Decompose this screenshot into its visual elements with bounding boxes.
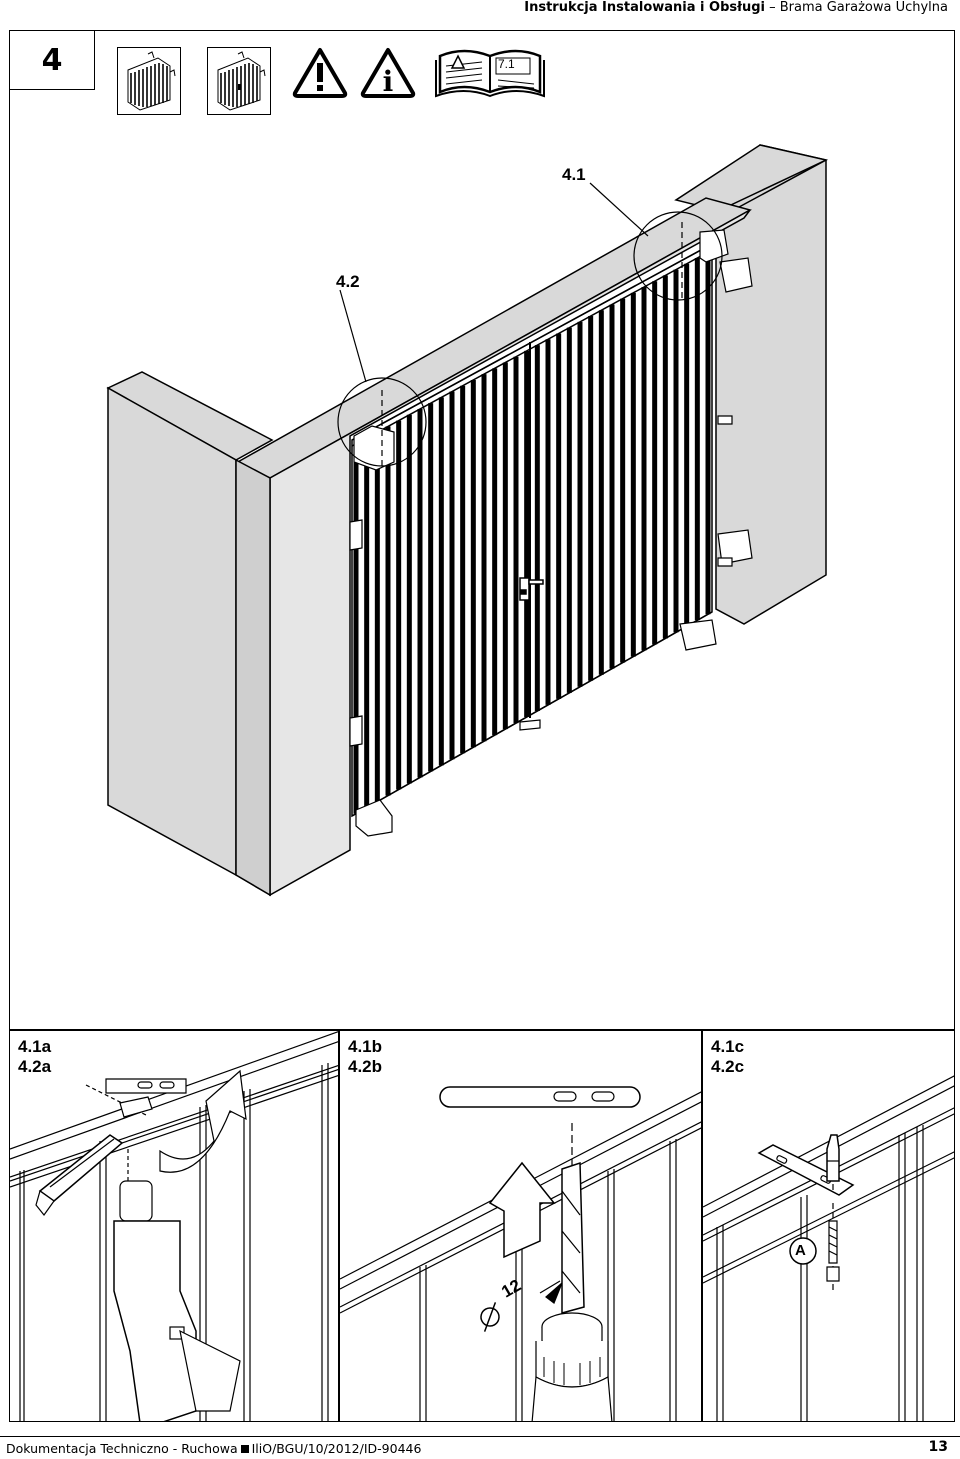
panel-c-line2: 4.2c	[711, 1057, 745, 1076]
page-header: Instrukcja Instalowania i Obsługi – Bram…	[0, 0, 948, 16]
header-subtitle: Brama Garażowa Uchylna	[779, 0, 948, 15]
footer-doc-id: IliO/BGU/10/2012/ID-90446	[251, 1441, 422, 1456]
panel-b-label: 4.1b 4.2b	[348, 1037, 383, 1077]
part-label-a: A	[795, 1242, 806, 1259]
gate-single-icon	[117, 47, 181, 115]
step-number: 4	[9, 30, 95, 90]
detail-panel-c: 4.1c 4.2c A	[702, 1030, 955, 1422]
info-icon: i	[360, 46, 416, 98]
gate-double-icon	[207, 47, 271, 115]
footer-doc: Dokumentacja Techniczno - Ruchowa IliO/BG…	[6, 1441, 421, 1456]
header-separator: –	[764, 0, 780, 15]
panel-b-line1: 4.1b	[348, 1037, 383, 1056]
panel-a-line2: 4.2a	[18, 1057, 52, 1076]
panel-c-line1: 4.1c	[711, 1037, 745, 1056]
detail-panel-b: 4.1b 4.2b	[339, 1030, 702, 1422]
panel-a-line1: 4.1a	[18, 1037, 52, 1056]
panel-a-label: 4.1a 4.2a	[18, 1037, 52, 1077]
main-illustration-frame	[9, 30, 955, 1030]
callout-4-1: 4.1	[562, 165, 586, 184]
warning-icon	[292, 46, 348, 98]
callout-4-2: 4.2	[336, 272, 360, 291]
page-number: 13	[928, 1439, 948, 1455]
manual-ref-label: 7.1	[498, 57, 515, 71]
page-footer: Dokumentacja Techniczno - Ruchowa IliO/BG…	[0, 1436, 960, 1459]
footer-separator-square	[240, 1445, 249, 1453]
panel-b-line2: 4.2b	[348, 1057, 383, 1076]
footer-doc-title: Dokumentacja Techniczno - Ruchowa	[6, 1441, 238, 1456]
panel-c-label: 4.1c 4.2c	[711, 1037, 745, 1077]
manual-book-icon: 7.1	[434, 44, 546, 100]
detail-panel-a: 4.1a 4.2a	[9, 1030, 339, 1422]
svg-text:i: i	[383, 65, 394, 98]
header-title: Instrukcja Instalowania i Obsługi	[524, 0, 765, 15]
